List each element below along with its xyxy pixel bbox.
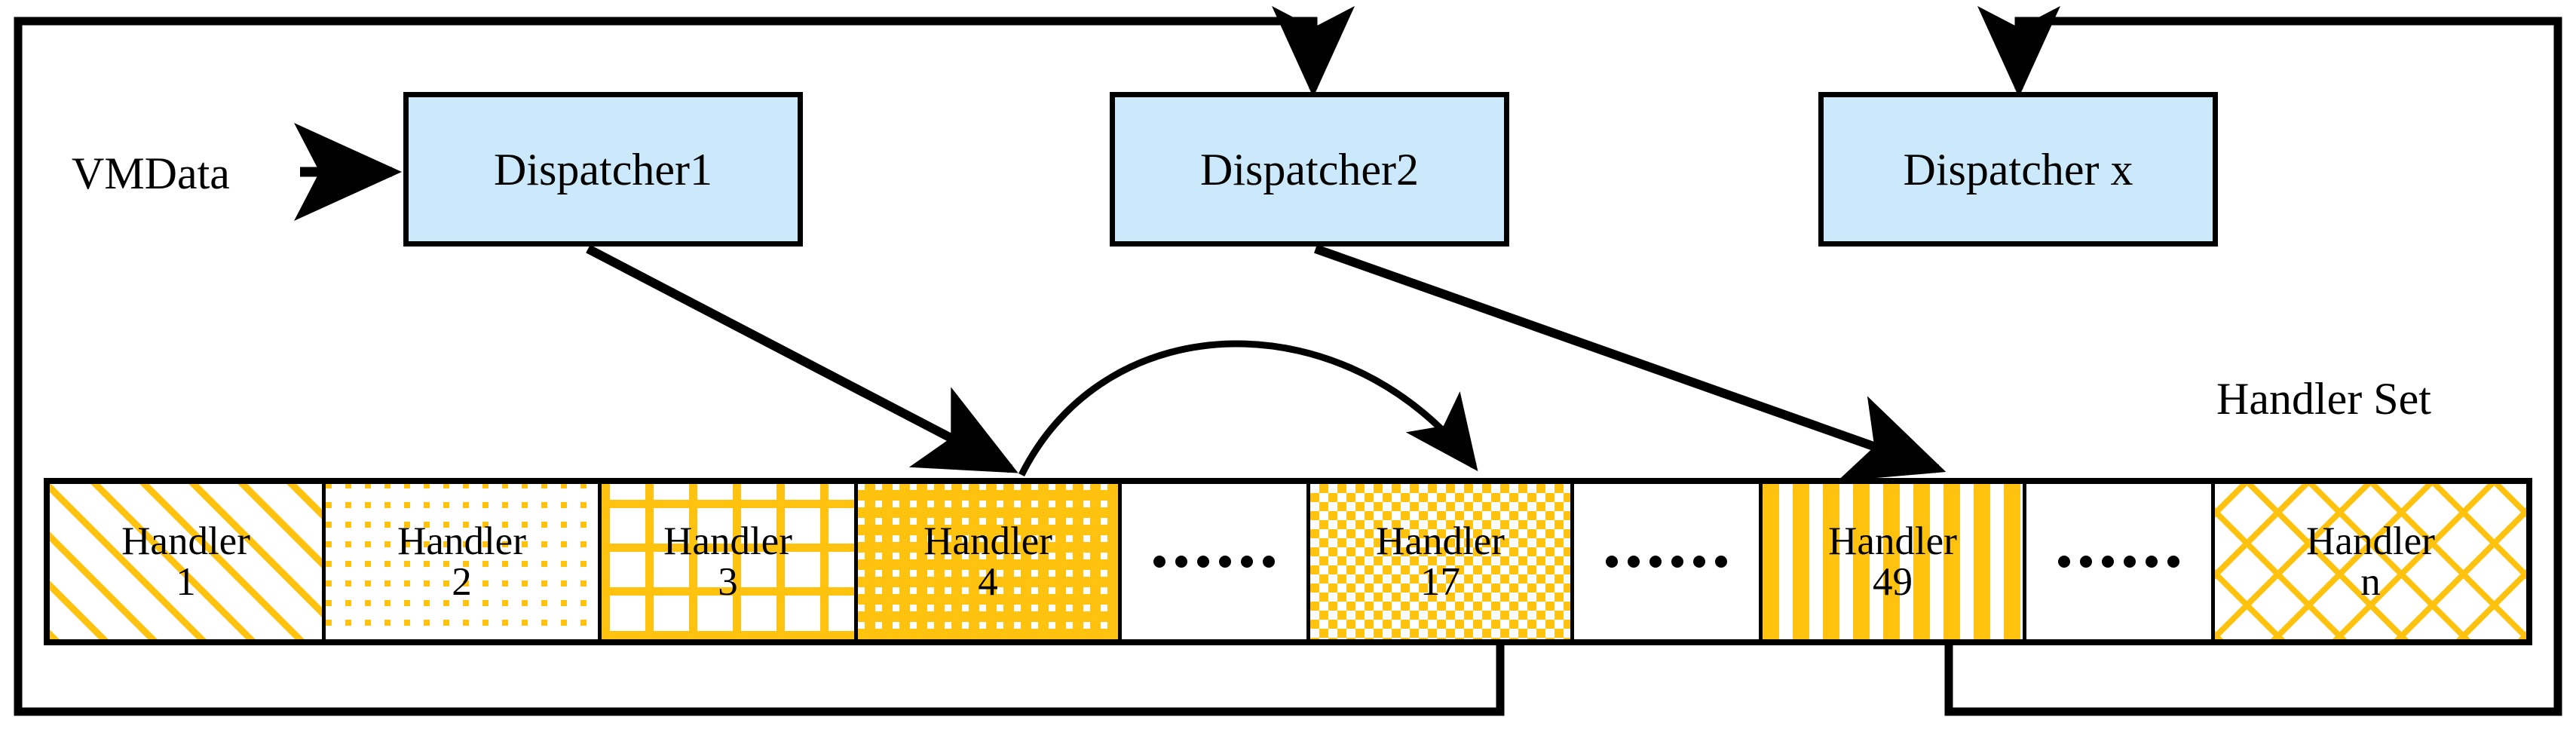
handler-name-3: Handler	[663, 519, 792, 563]
handler-cell-3[interactable]: Handler 3	[602, 484, 858, 639]
handler-cell-n[interactable]: Handler n	[2215, 484, 2526, 639]
dispatcher-box-1[interactable]: Dispatcher1	[403, 92, 803, 247]
handler-set-strip: Handler 1 Handler 2 Handler 3 Handler 4	[44, 478, 2532, 645]
dispatcher-label-x: Dispatcher x	[1903, 144, 2133, 194]
handler-cell-1[interactable]: Handler 1	[50, 484, 326, 639]
handler-ellipsis-1	[1122, 484, 1310, 639]
handler-index-49: 49	[1872, 560, 1913, 604]
handler-index-3: 3	[718, 560, 738, 604]
handler-set-label: Handler Set	[2216, 374, 2431, 424]
pattern-grid-lines	[602, 484, 854, 639]
connector-h49-loop-to-dx	[1944, 6, 2562, 716]
pattern-dot-grid	[326, 484, 598, 639]
dispatcher-box-2[interactable]: Dispatcher2	[1110, 92, 1509, 247]
handler-name-n: Handler	[2306, 519, 2435, 563]
handler-index-17: 17	[1420, 560, 1460, 604]
pattern-solid-with-white-dots	[858, 484, 1118, 639]
pattern-fine-checkerboard	[1310, 484, 1570, 639]
dispatcher-label-2: Dispatcher2	[1200, 144, 1419, 194]
vmdata-label: VMData	[72, 149, 230, 198]
connector-d2-to-h49	[1313, 244, 1947, 482]
ellipsis-dots	[2058, 556, 2179, 568]
handler-name-49: Handler	[1828, 519, 1957, 563]
handler-index-4: 4	[978, 560, 998, 604]
connector-h4-to-h17-curve	[1018, 340, 1478, 477]
handler-cell-4[interactable]: Handler 4	[858, 484, 1122, 639]
ellipsis-dots	[1606, 556, 1727, 568]
pattern-vertical-stripes	[1763, 484, 2023, 639]
pattern-diagonal-stripes	[50, 484, 322, 639]
handler-cell-49[interactable]: Handler 49	[1763, 484, 2026, 639]
handler-index-n: n	[2360, 560, 2381, 604]
handler-index-1: 1	[176, 560, 196, 604]
handler-name-2: Handler	[397, 519, 526, 563]
handler-index-2: 2	[452, 560, 472, 604]
dispatcher-box-x[interactable]: Dispatcher x	[1818, 92, 2218, 247]
ellipsis-dots	[1153, 556, 1275, 568]
dispatcher-label-1: Dispatcher1	[494, 144, 712, 194]
handler-cell-2[interactable]: Handler 2	[326, 484, 602, 639]
handler-ellipsis-3	[2026, 484, 2215, 639]
handler-name-1: Handler	[121, 519, 250, 563]
handler-name-4: Handler	[924, 519, 1052, 563]
pattern-diamond-lattice	[2215, 484, 2526, 639]
handler-ellipsis-2	[1574, 484, 1763, 639]
handler-cell-17[interactable]: Handler 17	[1310, 484, 1574, 639]
handler-name-17: Handler	[1376, 519, 1505, 563]
connector-d1-to-h4	[586, 244, 1018, 473]
connector-h17-loop-to-d2	[14, 6, 1505, 716]
